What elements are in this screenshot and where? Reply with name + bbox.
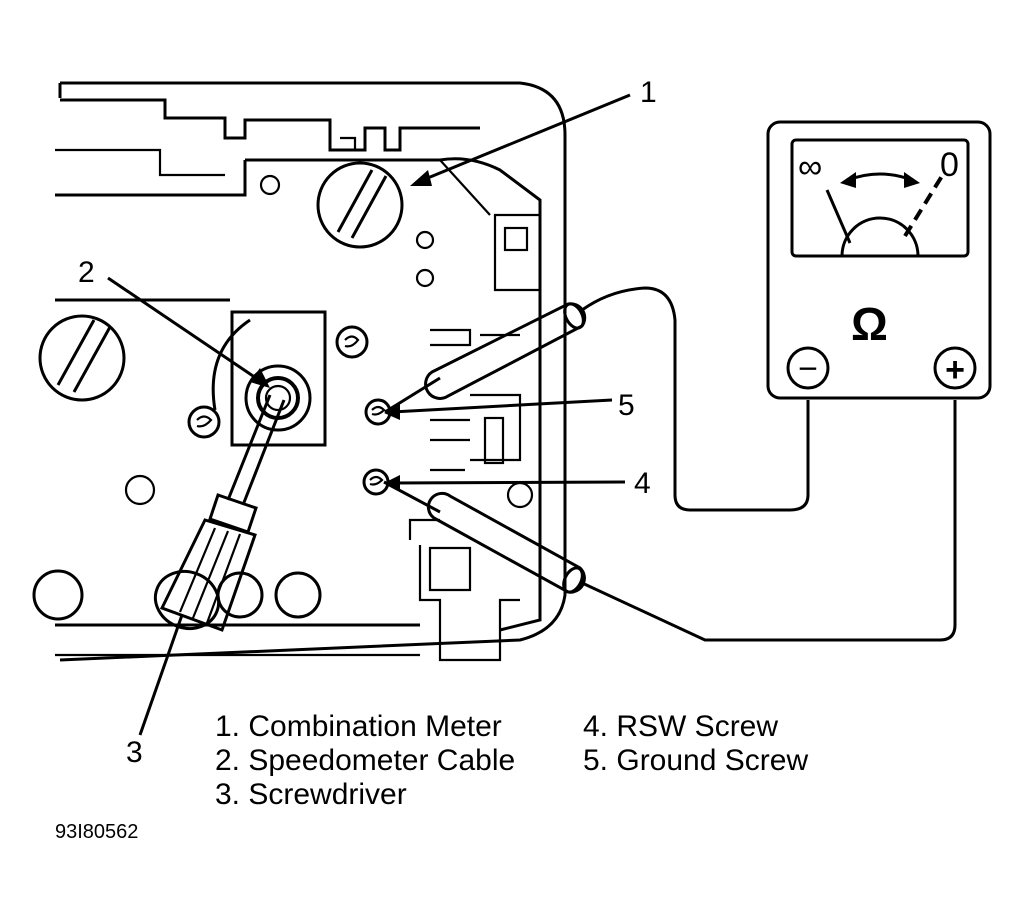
legend-item-screwdriver: 3. Screwdriver (215, 778, 407, 811)
plus-terminal-label: + (945, 351, 965, 389)
combination-meter (32, 81, 567, 662)
callout-1: 1 (640, 76, 657, 109)
lead-negative (581, 286, 810, 512)
leader-lines (107, 93, 631, 736)
callout-4: 4 (634, 467, 651, 500)
figure-id: 93I80562 (55, 821, 138, 843)
lead-positive (579, 400, 957, 642)
legend-item-combination-meter: 1. Combination Meter (215, 710, 502, 743)
callout-2: 2 (78, 256, 95, 289)
legend-item-ground-screw: 5. Ground Screw (583, 744, 808, 777)
legend-item-speedometer-cable: 2. Speedometer Cable (215, 744, 515, 777)
probe-upper (384, 302, 587, 414)
ohm-symbol: Ω (851, 298, 888, 350)
legend-item-rsw-screw: 4. RSW Screw (583, 710, 778, 743)
scale-infinity-label: ∞ (798, 148, 822, 186)
callout-5: 5 (618, 389, 635, 422)
minus-terminal-label: − (798, 350, 818, 388)
scale-zero-label: 0 (940, 146, 959, 184)
callout-3: 3 (126, 736, 143, 769)
legend: 1. Combination Meter 2. Speedometer Cabl… (215, 710, 808, 811)
ohmmeter (766, 120, 992, 400)
probe-lower (383, 480, 586, 594)
speedometer-socket (187, 310, 369, 447)
